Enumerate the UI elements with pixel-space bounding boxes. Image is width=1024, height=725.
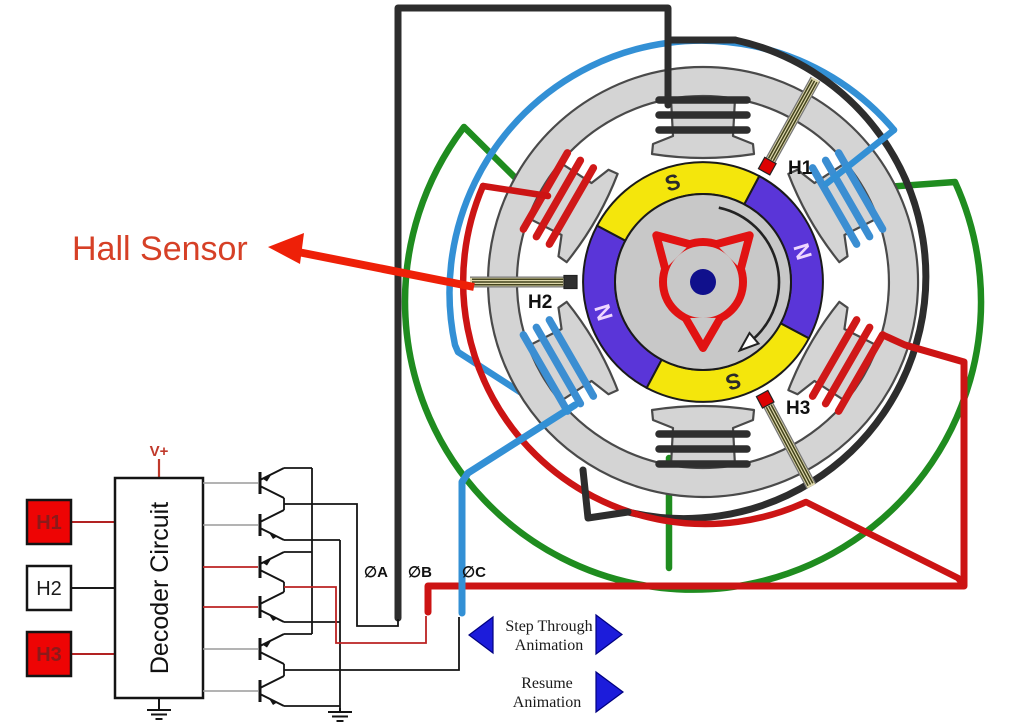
output-wire-b bbox=[284, 586, 427, 644]
winding-phase-a-bottom bbox=[655, 430, 751, 468]
pole-label-s-top: S bbox=[662, 168, 683, 196]
hall-sensor-callout: Hall Sensor bbox=[72, 230, 475, 291]
shaft-center-dot bbox=[690, 269, 716, 295]
output-wire-a bbox=[284, 503, 399, 627]
hall-tip-h2 bbox=[563, 274, 578, 290]
hall-probe-h3 bbox=[755, 389, 817, 489]
hall-input-h3: H3 bbox=[25, 630, 115, 678]
hall-input-h2: H2 bbox=[25, 564, 115, 612]
winding-phase-b-4oclock bbox=[808, 316, 887, 415]
winding-phase-c-8oclock bbox=[519, 316, 598, 415]
phase-label-b: ∅B bbox=[408, 564, 432, 581]
phase-c-link-wire bbox=[446, 37, 898, 396]
phase-labels: ∅A ∅B ∅C bbox=[364, 564, 486, 581]
resume-label-line1: Resume bbox=[521, 675, 573, 692]
hall-label-h3: H3 bbox=[786, 398, 810, 419]
step-through-label-line1: Step Through bbox=[505, 618, 592, 635]
transistor-q2 bbox=[258, 509, 285, 541]
phase-label-a: ∅A bbox=[364, 564, 388, 581]
transistor-q5 bbox=[258, 633, 285, 665]
phase-output-wires bbox=[284, 503, 460, 671]
rotor-pole-labels: S N S N bbox=[589, 168, 817, 395]
phase-a-terminal-wire bbox=[394, 4, 672, 622]
stator-windings bbox=[519, 96, 887, 468]
phase-label-c: ∅C bbox=[462, 564, 486, 581]
rotor: S N S N bbox=[582, 161, 824, 403]
step-forward-button[interactable] bbox=[595, 613, 623, 656]
motor-wiring-over bbox=[394, 4, 968, 622]
output-wire-c bbox=[284, 617, 460, 671]
transistor-q1 bbox=[258, 467, 285, 499]
rotation-arrow bbox=[718, 206, 781, 353]
step-back-button[interactable] bbox=[468, 615, 494, 655]
hall-labels: H1 H2 H3 bbox=[528, 158, 813, 419]
phase-a-bottom-connector bbox=[579, 466, 632, 522]
hall-probe-h1 bbox=[757, 76, 821, 176]
winding-phase-b-10oclock bbox=[519, 149, 598, 248]
phase-b-link-elbow bbox=[479, 182, 552, 200]
step-through-label-line2: Animation bbox=[515, 637, 583, 654]
hall-probe-h2 bbox=[470, 274, 578, 290]
hall-sensor-label: Hall Sensor bbox=[72, 230, 248, 268]
transistor-bank bbox=[258, 467, 285, 707]
winding-phase-a-top bbox=[655, 96, 751, 134]
phase-c-link-elbow bbox=[822, 126, 898, 188]
transistor-q4 bbox=[258, 591, 285, 623]
decoder-circuit: H1 H2 H3 V+ Decoder Circuit bbox=[25, 443, 460, 722]
hall-input-label-h3: H3 bbox=[36, 644, 62, 666]
transistor-q6 bbox=[258, 675, 285, 707]
phase-b-link-wire bbox=[459, 182, 967, 588]
pole-label-s-bottom: S bbox=[723, 367, 744, 395]
decoder-ground bbox=[147, 698, 171, 720]
pole-label-n-right: N bbox=[788, 240, 817, 263]
resume-label-line2: Animation bbox=[513, 694, 581, 711]
callout-arrow-shaft bbox=[297, 248, 475, 291]
animation-controls: Step Through Animation Resume Animation bbox=[468, 613, 625, 714]
hall-input-box-h1 bbox=[25, 498, 73, 546]
decoder-outputs bbox=[203, 482, 258, 692]
hall-input-box-h3 bbox=[25, 630, 73, 678]
hall-probes bbox=[470, 76, 821, 489]
supply-label: V+ bbox=[150, 443, 169, 460]
hall-input-h1: H1 bbox=[25, 498, 115, 546]
bridge-ground bbox=[328, 708, 352, 722]
decoder-label: Decoder Circuit bbox=[146, 502, 174, 674]
callout-arrow-head bbox=[268, 233, 304, 264]
phase-c-terminal-wire bbox=[458, 401, 579, 617]
hall-input-label-h1: H1 bbox=[36, 512, 62, 534]
transistor-q3 bbox=[258, 551, 285, 583]
hall-input-label-h2: H2 bbox=[36, 578, 62, 600]
hall-tip-h3 bbox=[755, 389, 775, 409]
phase-b-terminal-wire bbox=[424, 331, 968, 616]
pole-label-n-left: N bbox=[589, 301, 618, 324]
hall-label-h2: H2 bbox=[528, 292, 552, 313]
resume-button[interactable] bbox=[595, 670, 625, 714]
hall-tip-h1 bbox=[757, 156, 777, 176]
phase-a-link-wire bbox=[624, 36, 930, 522]
hall-input-box-h2 bbox=[25, 564, 73, 612]
hall-label-h1: H1 bbox=[788, 158, 813, 179]
